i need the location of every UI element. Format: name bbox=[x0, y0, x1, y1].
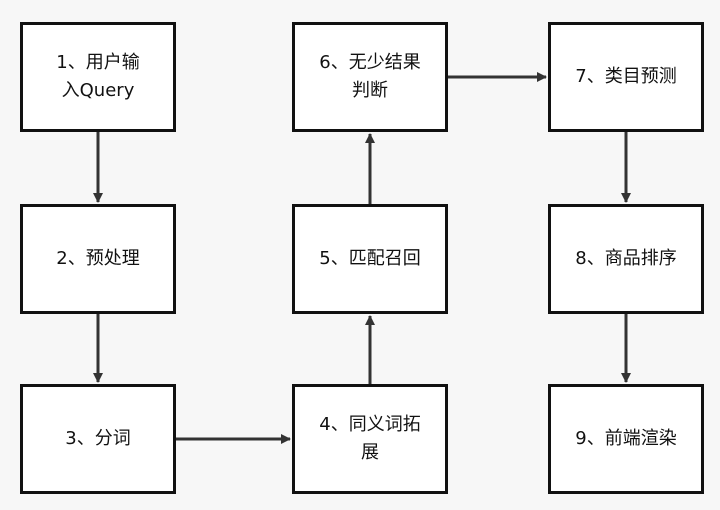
flow-step-2: 2、预处理 bbox=[20, 204, 176, 314]
flow-step-9: 9、前端渲染 bbox=[548, 384, 704, 494]
flow-step-6-label: 6、无少结果 判断 bbox=[319, 52, 421, 101]
flow-step-7-label: 7、类目预测 bbox=[575, 66, 677, 87]
flow-step-3-label: 3、分词 bbox=[65, 428, 131, 449]
flow-step-1: 1、用户输 入Query bbox=[20, 22, 176, 132]
flow-step-4-label: 4、同义词拓 展 bbox=[319, 414, 421, 463]
flow-step-8-label: 8、商品排序 bbox=[575, 248, 677, 269]
flow-step-9-label: 9、前端渲染 bbox=[575, 428, 677, 449]
flow-step-5: 5、匹配召回 bbox=[292, 204, 448, 314]
flow-step-6: 6、无少结果 判断 bbox=[292, 22, 448, 132]
flow-step-4: 4、同义词拓 展 bbox=[292, 384, 448, 494]
flow-step-7: 7、类目预测 bbox=[548, 22, 704, 132]
flow-step-5-label: 5、匹配召回 bbox=[319, 248, 421, 269]
flow-step-1-label: 1、用户输 入Query bbox=[56, 52, 140, 101]
flow-step-3: 3、分词 bbox=[20, 384, 176, 494]
flow-step-8: 8、商品排序 bbox=[548, 204, 704, 314]
flow-step-2-label: 2、预处理 bbox=[56, 248, 140, 269]
